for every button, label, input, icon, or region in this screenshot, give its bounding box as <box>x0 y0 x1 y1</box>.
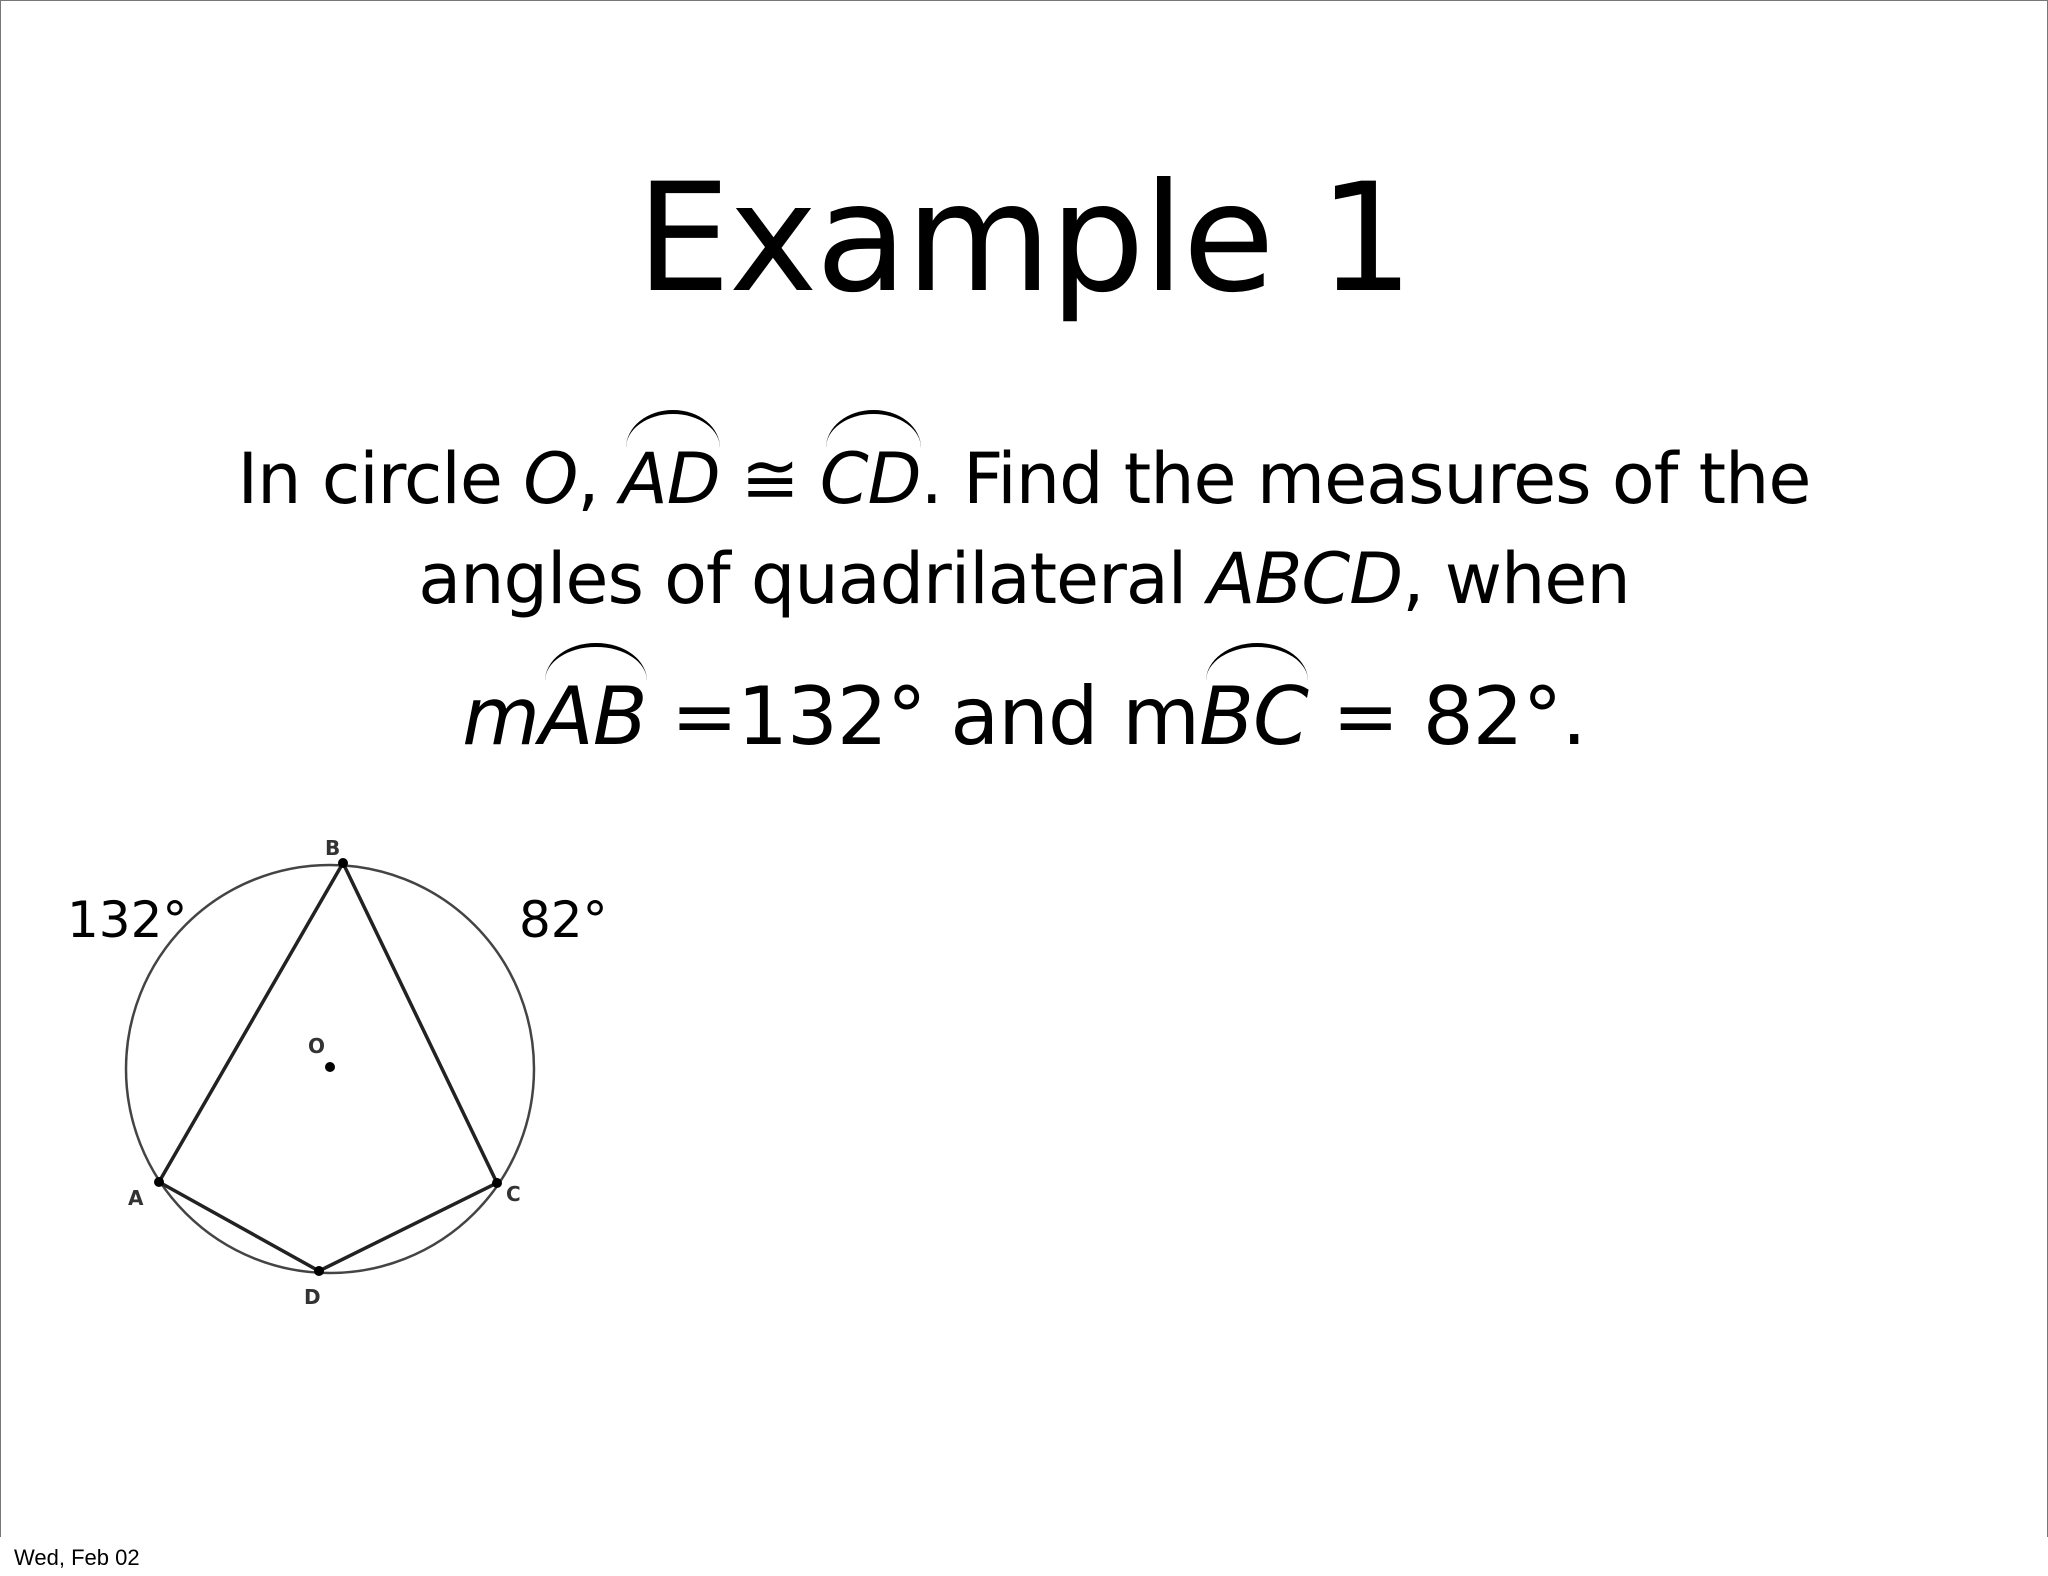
arc-ab: AB <box>539 643 648 767</box>
point-b-dot <box>338 858 348 868</box>
slide-title: Example 1 <box>636 152 1414 326</box>
congruent-symbol: ≅ <box>740 438 800 520</box>
arc-ab-measure-label: 132° <box>67 891 187 949</box>
problem-text: , <box>577 438 620 520</box>
problem-text: . Find the measures of the <box>920 438 1812 520</box>
footer: Wed, Feb 02 <box>0 1537 2048 1576</box>
quadrilateral-name: ABCD <box>1207 538 1404 620</box>
measure-symbol: m <box>462 670 540 763</box>
arc-bc-measure-label: 82° <box>519 891 608 949</box>
point-a-label: A <box>128 1186 144 1210</box>
circle-diagram: B O A C D 132° 82° <box>67 836 608 1309</box>
problem-text: angles of quadrilateral <box>418 538 1208 620</box>
circle-name: O <box>523 438 578 520</box>
arc-cd: CD <box>820 410 922 524</box>
point-b-label: B <box>325 836 340 860</box>
problem-line-3: mAB =132° and mBC = 82°. <box>1 643 2047 767</box>
point-c-label: C <box>506 1182 521 1206</box>
slide: Example 1 In circle O, AD ≅ CD. Find the… <box>0 0 2048 1538</box>
arc-ad: AD <box>620 410 721 524</box>
point-c-dot <box>492 1178 502 1188</box>
problem-line-1: In circle O, AD ≅ CD. Find the measures … <box>1 410 2047 524</box>
point-a-dot <box>154 1177 164 1187</box>
arc-bc: BC <box>1199 643 1309 767</box>
footer-date: Wed, Feb 02 <box>14 1545 140 1570</box>
point-o-dot <box>325 1062 335 1072</box>
problem-text: In circle <box>237 438 524 520</box>
problem-line-2: angles of quadrilateral ABCD, when <box>1 534 2047 624</box>
point-d-dot <box>314 1266 324 1276</box>
problem-text: = 82°. <box>1307 670 1587 763</box>
circle-o <box>124 863 536 1275</box>
point-d-label: D <box>304 1285 321 1309</box>
problem-text: =132° and m <box>646 670 1200 763</box>
problem-text: , when <box>1402 538 1631 620</box>
point-o-label: O <box>308 1034 325 1058</box>
